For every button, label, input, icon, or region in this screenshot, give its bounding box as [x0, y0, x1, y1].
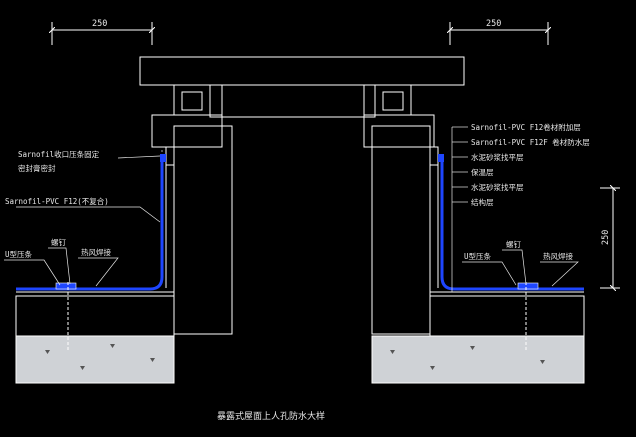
label-layer-5: 水泥砂浆找平层: [471, 182, 524, 192]
label-u-bar-right: U型压条: [464, 251, 492, 261]
label-membrane-left: Sarnofil-PVC F12(不复合): [5, 196, 109, 206]
label-layer-3: 水泥砂浆找平层: [471, 152, 524, 162]
label-weld-left: 热风焊接: [81, 247, 111, 257]
dimension-top-left-label: 250: [92, 19, 107, 29]
dimension-top-right: 250: [450, 19, 548, 45]
right-curb-wall: [371, 125, 439, 335]
label-layer-2: Sarnofil-PVC F12F 卷材防水层: [471, 137, 590, 147]
label-layer-6: 结构层: [471, 197, 494, 207]
right-annotations: Sarnofil-PVC F12卷材附加层 Sarnofil-PVC F12F …: [451, 122, 590, 292]
membrane-fasteners: [55, 154, 539, 352]
label-weld-right: 热风焊接: [543, 251, 573, 261]
right-membrane: [440, 160, 584, 291]
dimension-right-vertical: 250: [600, 188, 620, 288]
dimension-top-left: 250: [52, 19, 152, 45]
left-membrane: [16, 160, 164, 291]
left-roof-layers: [15, 291, 175, 384]
label-nail-left: 螺钉: [51, 237, 66, 247]
label-u-bar-left: U型压条: [5, 249, 33, 259]
label-edge-seal-1: Sarnofil收口压条固定: [18, 149, 100, 159]
right-roof-layers: [371, 291, 585, 384]
left-annotations: Sarnofil收口压条固定 密封膏密封 Sarnofil-PVC F12(不复…: [4, 149, 163, 287]
label-nail-right: 螺钉: [506, 239, 521, 249]
label-edge-seal-2: 密封膏密封: [18, 163, 56, 173]
left-curb-wall: [165, 125, 233, 335]
hatch-cover: [139, 56, 465, 148]
dimension-right-vertical-label: 250: [601, 230, 611, 245]
dimension-top-right-label: 250: [486, 19, 501, 29]
drawing-title: 暴露式屋面上人孔防水大样: [217, 410, 325, 422]
label-layer-1: Sarnofil-PVC F12卷材附加层: [471, 122, 581, 132]
label-layer-4: 保温层: [471, 168, 494, 177]
